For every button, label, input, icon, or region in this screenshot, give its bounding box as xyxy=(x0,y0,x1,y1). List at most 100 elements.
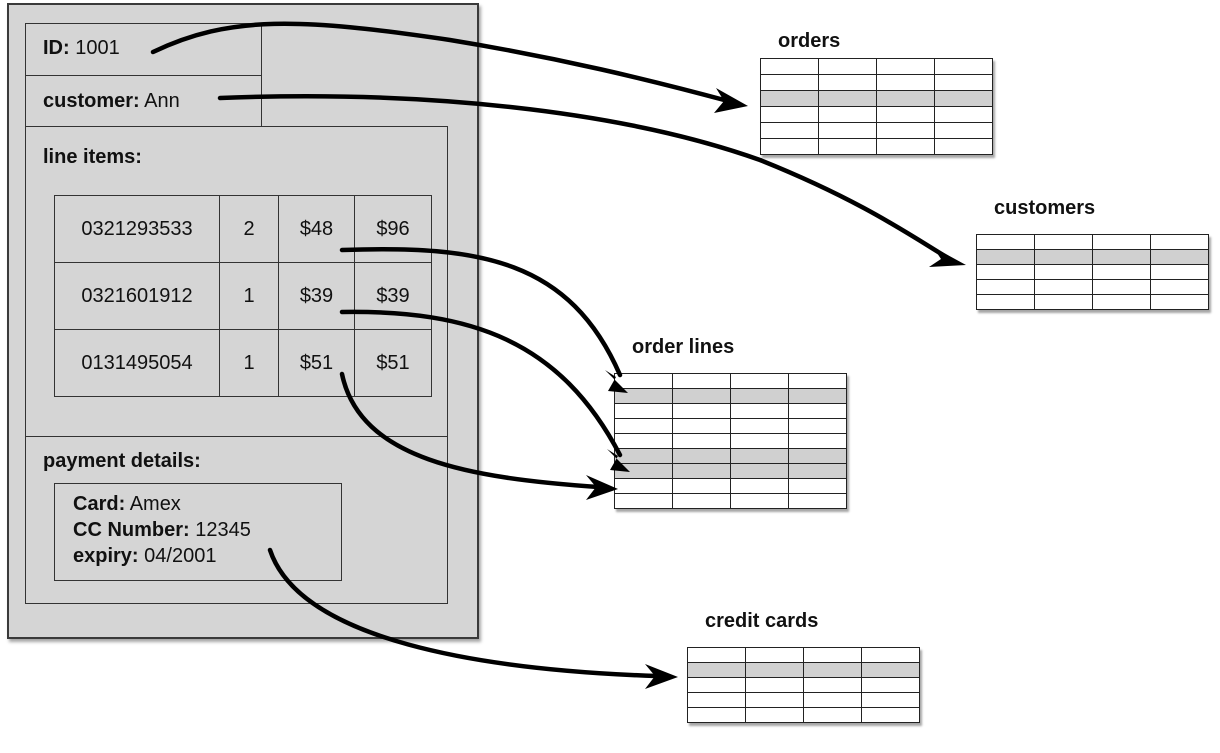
line-item-qty: 1 xyxy=(219,262,279,330)
table-cell xyxy=(672,433,731,449)
id-value: 1001 xyxy=(75,37,120,59)
customers-table-label: customers xyxy=(994,197,1096,219)
arrowhead-customers xyxy=(929,247,966,267)
line-item-price: $51 xyxy=(278,329,355,397)
table-cell xyxy=(1150,234,1209,250)
table-cell xyxy=(687,692,746,708)
line-item-isbn: 0321293533 xyxy=(54,195,220,263)
customers-table xyxy=(976,234,1209,310)
customer-label: customer: xyxy=(43,90,140,112)
line-items-table: 0321293533 2 $48 $96 0321601912 1 $39 $3… xyxy=(54,195,432,397)
table-cell xyxy=(803,707,862,723)
table-cell xyxy=(745,647,804,663)
table-cell xyxy=(818,74,877,91)
table-cell xyxy=(976,249,1035,265)
table-cell xyxy=(818,122,877,139)
table-cell xyxy=(788,403,847,419)
table-cell xyxy=(861,677,920,693)
table-cell xyxy=(976,234,1035,250)
table-cell xyxy=(876,122,935,139)
table-cell xyxy=(730,448,789,464)
table-row xyxy=(976,294,1209,310)
table-cell xyxy=(788,388,847,404)
table-cell xyxy=(730,418,789,434)
table-cell xyxy=(760,90,819,107)
id-field-text: ID: 1001 xyxy=(43,37,120,60)
table-cell xyxy=(672,448,731,464)
orders-table xyxy=(760,58,993,155)
table-cell xyxy=(760,58,819,75)
cc-number-label: CC Number: xyxy=(73,519,190,541)
table-cell xyxy=(803,677,862,693)
table-cell xyxy=(687,662,746,678)
table-cell xyxy=(614,373,673,389)
table-row xyxy=(760,74,993,91)
table-row xyxy=(614,433,847,449)
table-cell xyxy=(788,418,847,434)
order-lines-table xyxy=(614,373,847,509)
table-row xyxy=(614,463,847,479)
table-row xyxy=(976,264,1209,280)
table-row xyxy=(614,373,847,389)
expiry-line: expiry: 04/2001 xyxy=(73,545,216,568)
table-cell xyxy=(760,138,819,155)
customer-value: Ann xyxy=(144,90,180,112)
table-cell xyxy=(876,106,935,123)
table-cell xyxy=(687,647,746,663)
table-cell xyxy=(614,388,673,404)
table-cell xyxy=(687,677,746,693)
table-cell xyxy=(818,138,877,155)
table-row xyxy=(760,122,993,139)
expiry-value: 04/2001 xyxy=(144,545,217,567)
table-row xyxy=(976,234,1209,250)
table-row xyxy=(760,106,993,123)
table-cell xyxy=(1034,234,1093,250)
table-cell xyxy=(876,90,935,107)
line-item-qty: 1 xyxy=(219,329,279,397)
table-cell xyxy=(672,478,731,494)
table-cell xyxy=(1150,294,1209,310)
payment-details-box: Card: Amex CC Number: 12345 expiry: 04/2… xyxy=(54,483,342,581)
table-cell xyxy=(672,463,731,479)
line-item-row: 0321293533 2 $48 $96 xyxy=(54,195,432,263)
table-cell xyxy=(745,662,804,678)
table-cell xyxy=(788,493,847,509)
orders-table-label: orders xyxy=(778,30,841,52)
table-cell xyxy=(1150,279,1209,295)
table-cell xyxy=(861,707,920,723)
table-row xyxy=(687,677,920,693)
line-items-title: line items: xyxy=(43,146,142,168)
cc-number-line: CC Number: 12345 xyxy=(73,519,251,542)
table-cell xyxy=(730,478,789,494)
table-cell xyxy=(1150,249,1209,265)
table-cell xyxy=(1092,234,1151,250)
table-cell xyxy=(672,418,731,434)
line-item-price: $48 xyxy=(278,195,355,263)
table-cell xyxy=(745,677,804,693)
table-cell xyxy=(818,106,877,123)
table-cell xyxy=(1092,249,1151,265)
table-cell xyxy=(745,707,804,723)
table-cell xyxy=(818,90,877,107)
table-row xyxy=(614,448,847,464)
line-item-isbn: 0131495054 xyxy=(54,329,220,397)
table-row xyxy=(687,662,920,678)
line-item-row: 0321601912 1 $39 $39 xyxy=(54,262,432,330)
table-cell xyxy=(861,647,920,663)
table-cell xyxy=(803,692,862,708)
table-cell xyxy=(1092,279,1151,295)
table-cell xyxy=(803,662,862,678)
line-item-total: $96 xyxy=(354,195,432,263)
line-item-qty: 2 xyxy=(219,195,279,263)
table-cell xyxy=(1034,279,1093,295)
arrowhead-orders xyxy=(714,88,748,113)
table-cell xyxy=(687,707,746,723)
line-item-price: $39 xyxy=(278,262,355,330)
table-cell xyxy=(672,403,731,419)
table-cell xyxy=(760,106,819,123)
table-cell xyxy=(788,463,847,479)
credit-cards-table-label: credit cards xyxy=(705,610,819,632)
table-cell xyxy=(861,662,920,678)
table-row xyxy=(614,403,847,419)
table-cell xyxy=(788,478,847,494)
